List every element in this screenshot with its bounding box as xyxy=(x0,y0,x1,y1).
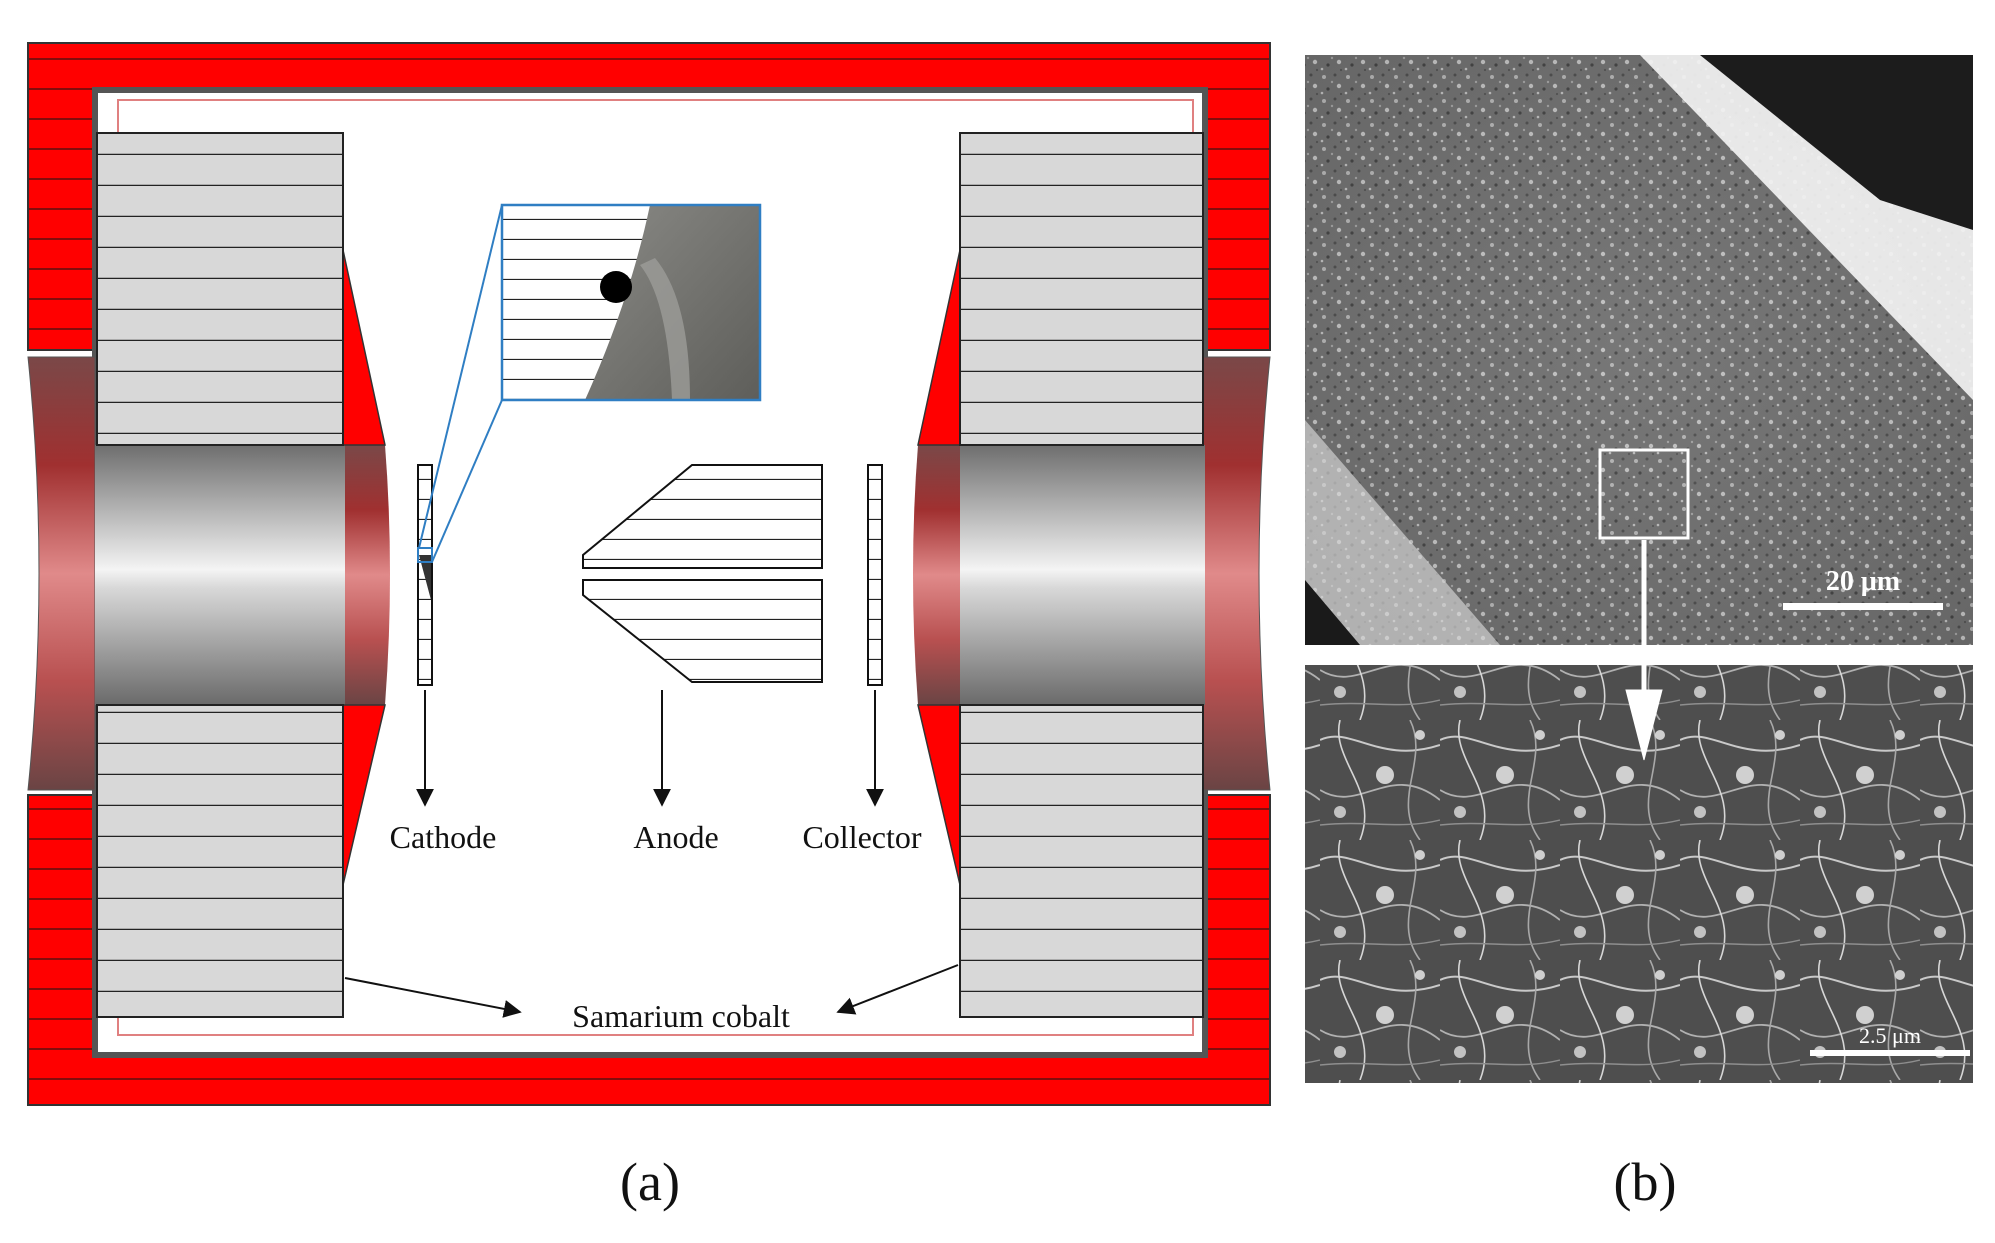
panel-a-label: (a) xyxy=(620,1152,680,1212)
scale-bar-top-label: 20 μm xyxy=(1826,566,1900,597)
collector-plate xyxy=(867,464,883,686)
scale-bar-bottom-label: 2.5 μm xyxy=(1859,1023,1921,1048)
anode-label: Anode xyxy=(633,819,718,855)
panel-a-diagram: Cathode Anode Collector Samarium cobalt … xyxy=(27,42,1271,1212)
panel-b-micrographs: 20 μm 2.5 μm (b) xyxy=(1305,55,1973,1212)
sem-image-top: 20 μm xyxy=(1305,55,1973,645)
right-inner-copper-ring xyxy=(913,445,960,705)
right-pole-piece xyxy=(960,445,1205,705)
cathode-plate xyxy=(417,464,433,686)
samarium-cobalt-label: Samarium cobalt xyxy=(572,998,790,1034)
left-inner-copper-ring xyxy=(345,445,390,705)
magnification-arrow xyxy=(1625,540,1663,761)
panel-b-label: (b) xyxy=(1614,1152,1677,1212)
collector-label: Collector xyxy=(802,819,921,855)
zoom-inset xyxy=(417,203,762,563)
outer-copper-rings xyxy=(27,356,1271,791)
left-pole-piece xyxy=(95,445,345,705)
cathode-label: Cathode xyxy=(390,819,497,855)
label-arrows xyxy=(344,690,959,1018)
samarium-cobalt-magnets xyxy=(96,132,1204,1018)
anode-electrode xyxy=(582,464,823,683)
